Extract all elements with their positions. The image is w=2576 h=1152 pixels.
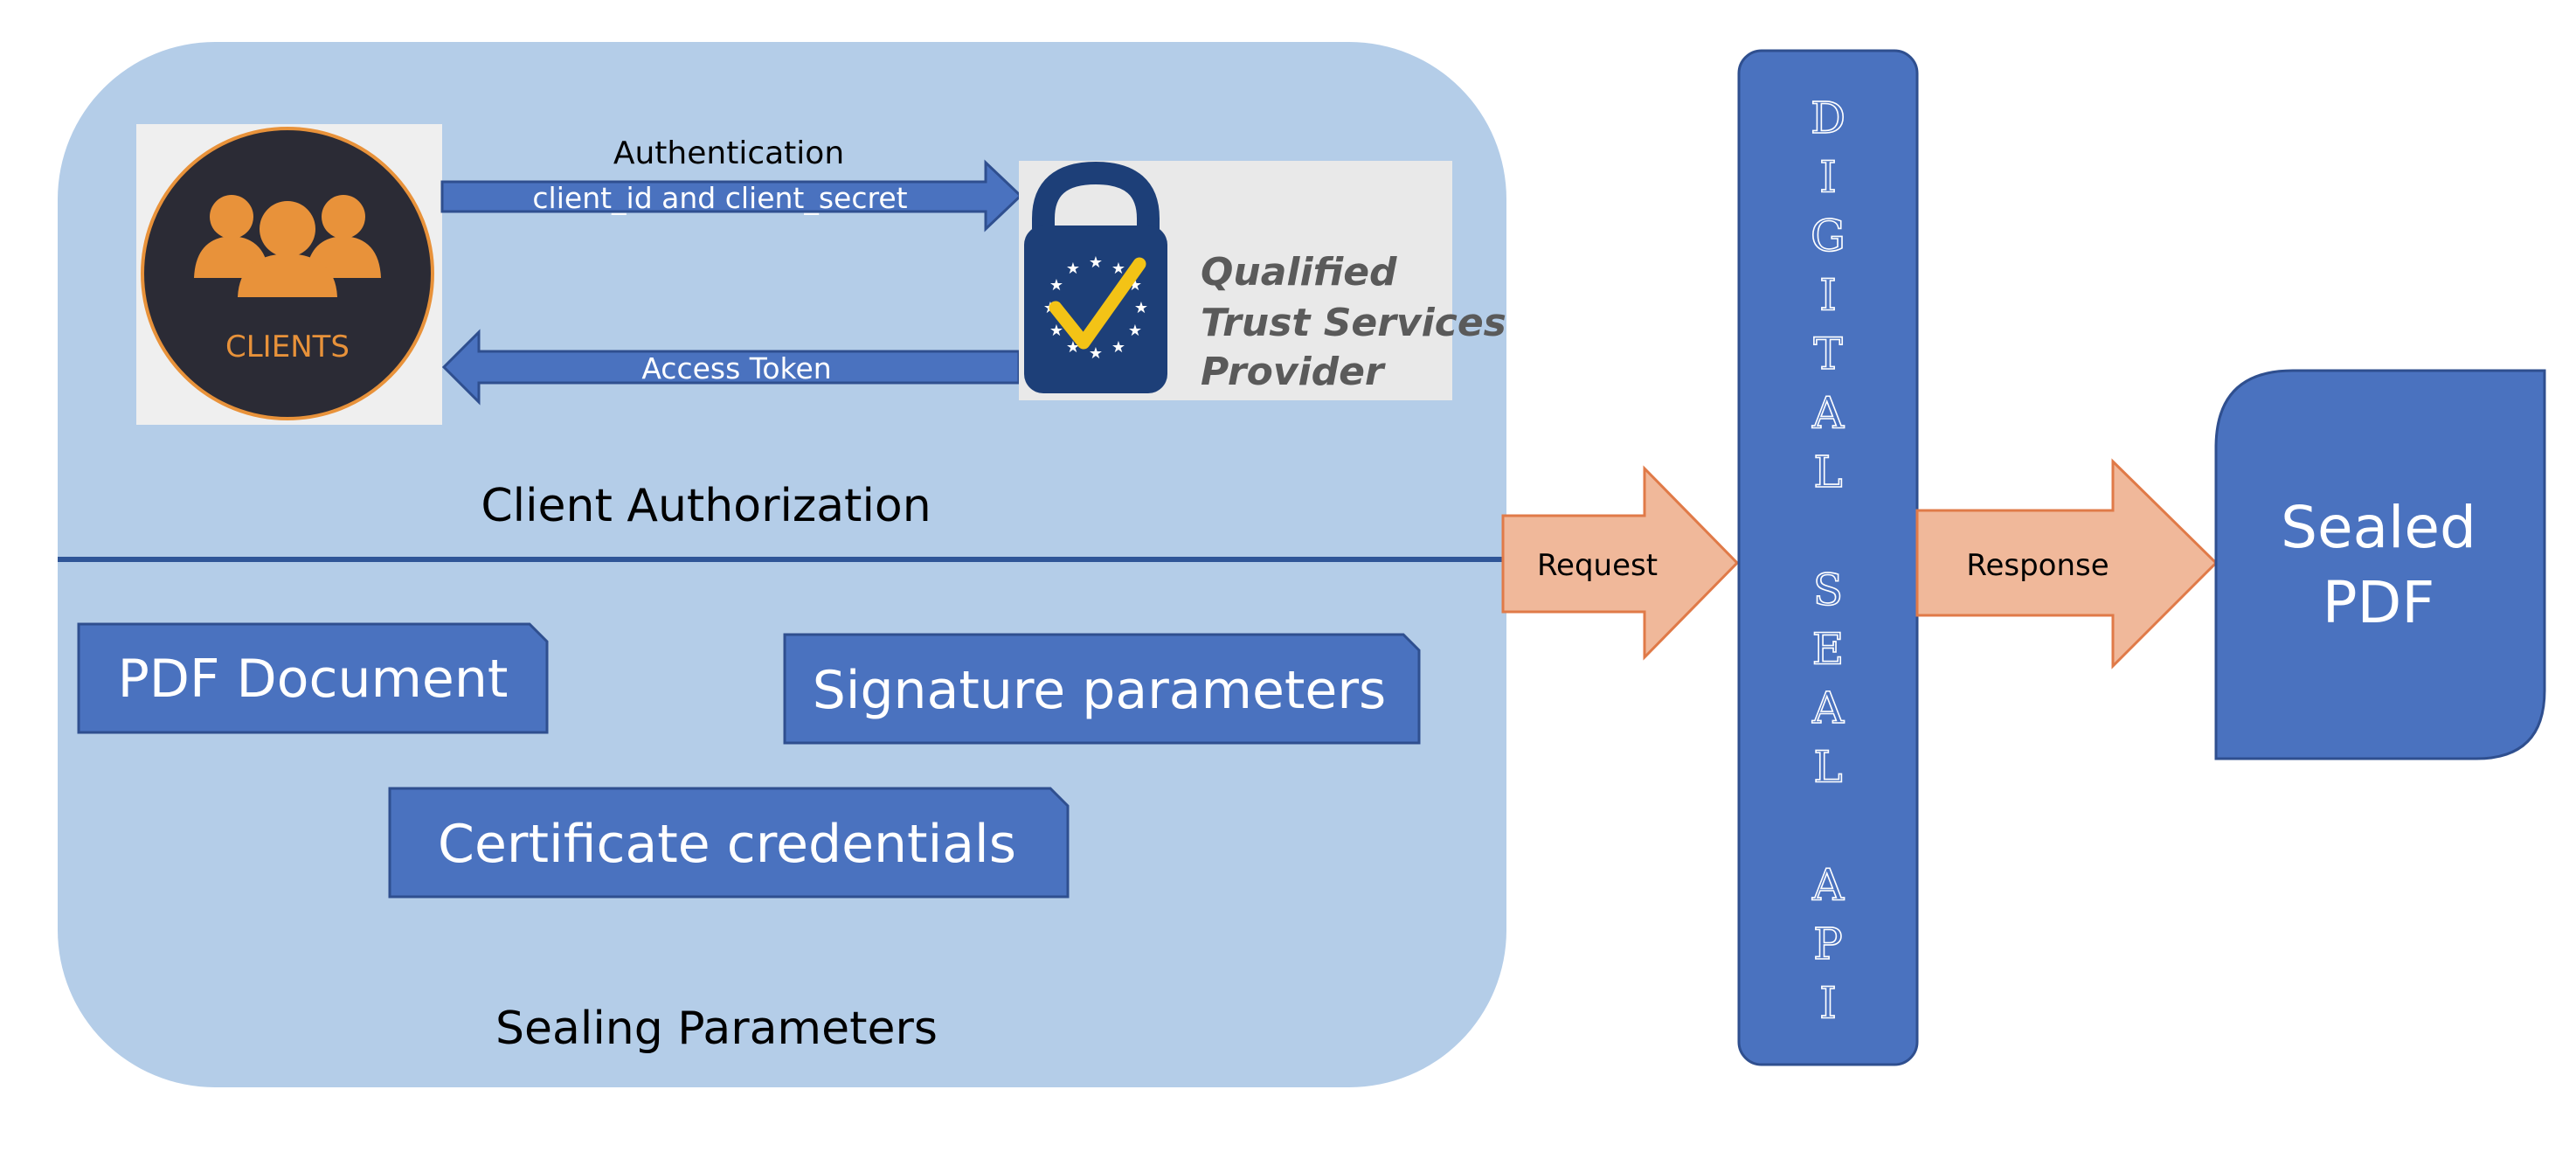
eu-star-icon: ★ (1049, 276, 1063, 295)
eu-star-icon: ★ (1134, 299, 1148, 317)
request-label: Request (1537, 548, 1658, 583)
api-letter: I (1819, 978, 1837, 1029)
sealed-pdf-line-1: Sealed (2281, 494, 2476, 561)
sealed-pdf-line-2: PDF (2323, 569, 2435, 636)
api-letter: T (1813, 329, 1842, 379)
request-arrow: Request (1501, 465, 1740, 661)
response-label: Response (1966, 548, 2109, 583)
pdf-document-box: PDF Document (77, 622, 549, 734)
qualified-trust-services-badge: ★★★★★★★★★★★★ Qualified Trust Services Pr… (1019, 161, 1506, 400)
signature-parameters-label: Signature parameters (813, 660, 1387, 721)
tsp-line-2: Trust Services (1201, 301, 1506, 345)
access-token-label: Access Token (641, 351, 831, 385)
eu-star-icon: ★ (1111, 338, 1125, 357)
eu-star-icon: ★ (1066, 260, 1080, 278)
signature-parameters-box: Signature parameters (783, 633, 1421, 745)
client-authorization-title: Client Authorization (481, 480, 931, 532)
api-letter: D (1811, 93, 1845, 143)
tsp-line-1: Qualified (1201, 250, 1397, 295)
access-token-arrow: Access Token (441, 329, 1021, 406)
eu-star-icon: ★ (1089, 253, 1103, 272)
api-letter: L (1813, 447, 1842, 497)
authentication-label: client_id and client_secret (532, 181, 907, 215)
tsp-line-3: Provider (1201, 350, 1386, 394)
sealing-parameters-title: Sealing Parameters (495, 1003, 938, 1055)
eu-star-icon: ★ (1128, 322, 1142, 340)
authentication-arrow: Authentication client_id and client_secr… (440, 135, 1023, 232)
api-letter: E (1812, 624, 1845, 675)
eu-star-icon: ★ (1089, 344, 1103, 363)
sealed-pdf-box: Sealed PDF (2214, 369, 2546, 760)
api-letter: S (1813, 565, 1843, 615)
eu-star-icon: ★ (1111, 260, 1125, 278)
api-letter: L (1813, 742, 1842, 793)
clients-logo: CLIENTS (136, 124, 442, 425)
certificate-credentials-label: Certificate credentials (438, 814, 1016, 875)
check-mark-icon (1049, 257, 1146, 350)
api-letter: A (1811, 860, 1845, 911)
response-arrow: Response (1915, 458, 2219, 670)
api-letter: I (1819, 270, 1837, 321)
api-letter: I (1819, 152, 1837, 203)
authentication-caption: Authentication (613, 135, 844, 171)
pdf-document-label: PDF Document (118, 649, 509, 710)
api-letter: P (1813, 919, 1843, 969)
lock-icon: ★★★★★★★★★★★★ (1024, 161, 1167, 393)
certificate-credentials-box: Certificate credentials (388, 787, 1070, 899)
clients-logo-label: CLIENTS (225, 330, 350, 364)
api-letter: G (1811, 211, 1845, 261)
api-letter: A (1811, 683, 1845, 733)
people-icon (194, 195, 381, 297)
api-letter: A (1811, 388, 1845, 439)
eu-star-icon: ★ (1049, 322, 1063, 340)
